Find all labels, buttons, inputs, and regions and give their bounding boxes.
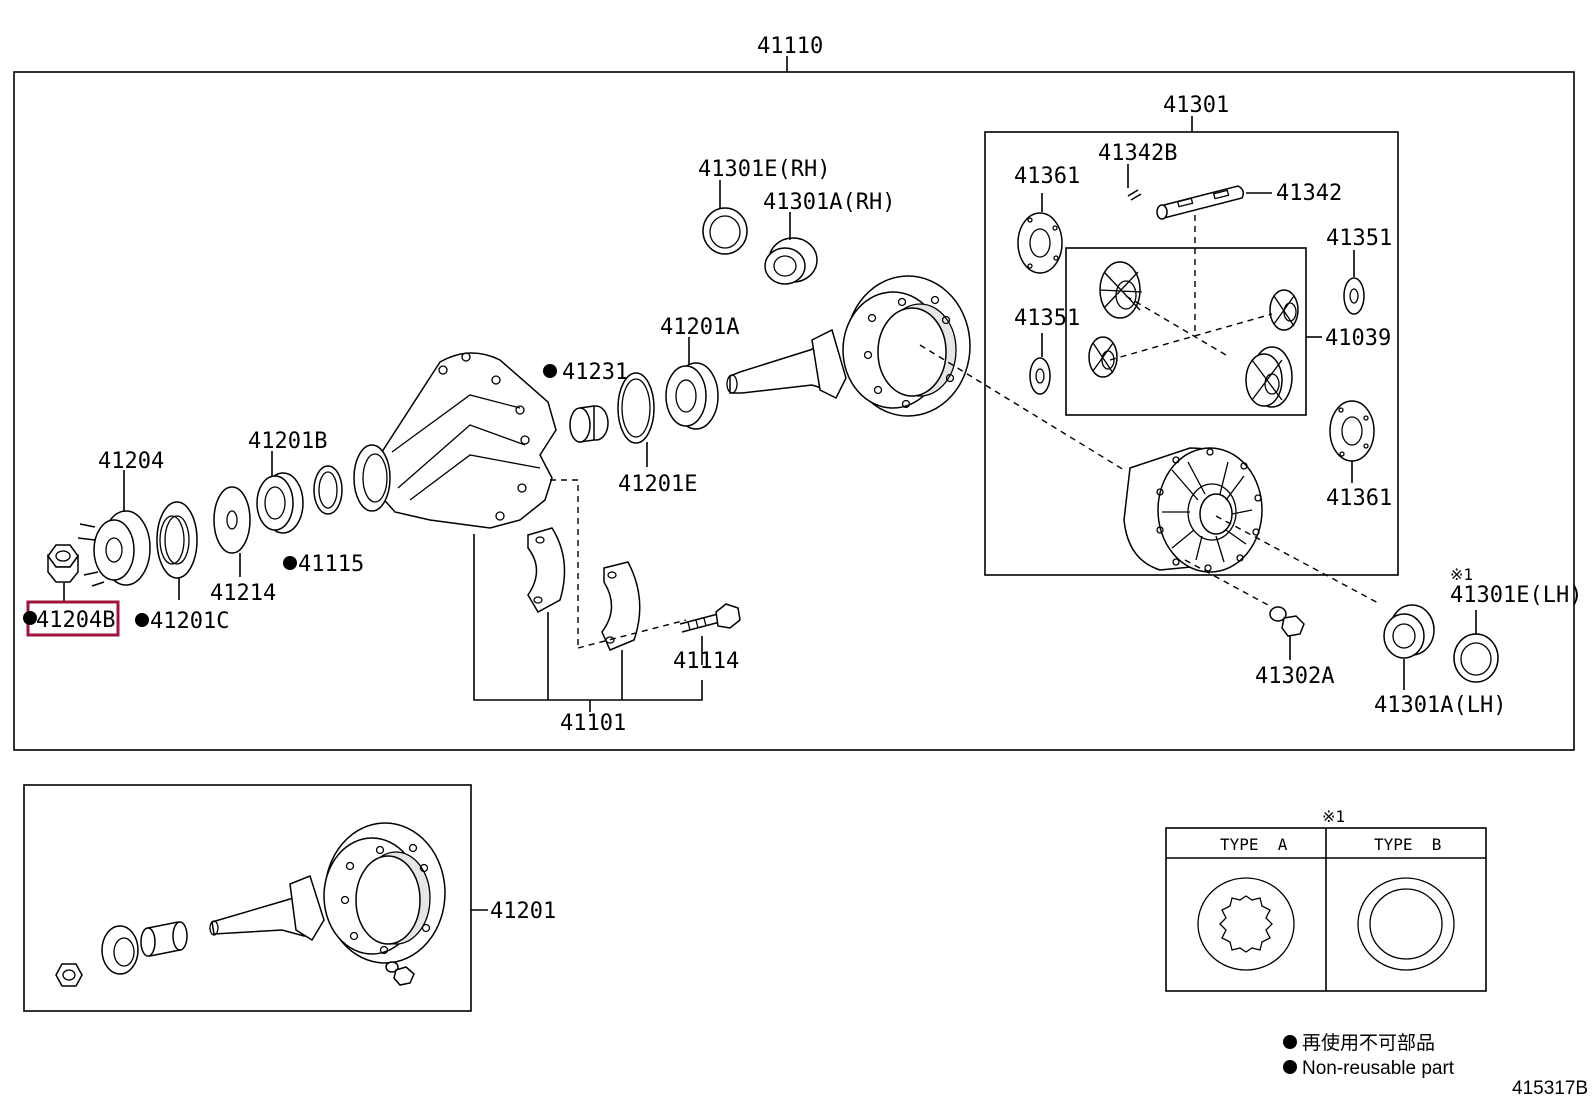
assembly-41201-frame — [23, 784, 472, 1012]
bearing-41201b-part[interactable] — [256, 472, 304, 534]
washer-41201e-part[interactable] — [617, 372, 655, 444]
oil-seal-41301e-lh-part[interactable] — [1453, 633, 1499, 683]
pinion-gear-left-part[interactable] — [1088, 336, 1118, 378]
oil-seal-41301e-rh-part[interactable] — [702, 207, 748, 255]
differential-case-part[interactable] — [1123, 447, 1263, 573]
label-41351-right[interactable]: 41351 — [1326, 226, 1392, 251]
bearing-41301a-rh-part[interactable] — [764, 237, 818, 285]
label-41204b[interactable]: 41204B — [36, 608, 115, 633]
label-41114[interactable]: 41114 — [673, 649, 739, 674]
label-41101[interactable]: 41101 — [560, 711, 626, 736]
legend-dot-jp — [1283, 1035, 1297, 1049]
diagram-id: 415317B — [1512, 1078, 1588, 1099]
non-reusable-dot-41231 — [543, 364, 557, 378]
pin-41342b-part[interactable] — [1127, 189, 1142, 201]
side-gear-lower-part[interactable] — [1245, 346, 1293, 408]
legend-en: Non-reusable part — [1302, 1058, 1455, 1079]
collapsible-spacer-41231-part[interactable] — [569, 405, 609, 443]
label-41301[interactable]: 41301 — [1163, 93, 1229, 118]
thrust-washer-41351-left-part[interactable] — [1029, 357, 1051, 395]
ring-pinion-gear-set-41201-part[interactable] — [55, 822, 446, 987]
thrust-washer-41351-right-part[interactable] — [1343, 277, 1365, 315]
label-41342b[interactable]: 41342B — [1098, 141, 1177, 166]
pinion-shaft-41342-part[interactable] — [1156, 185, 1245, 220]
bearing-cap-left-part[interactable] — [527, 527, 566, 614]
non-reusable-dot-41201c — [135, 613, 149, 627]
label-41301a-lh[interactable]: 41301A(LH) — [1374, 693, 1506, 718]
label-41110[interactable]: 41110 — [757, 34, 823, 59]
label-41039[interactable]: 41039 — [1325, 326, 1391, 351]
label-41115[interactable]: 41115 — [298, 552, 364, 577]
type-a-header: TYPE A — [1220, 835, 1288, 854]
note-mark-41301e-lh: ※1 — [1450, 565, 1473, 584]
bearing-41301a-lh-part[interactable] — [1383, 604, 1435, 659]
thrust-washer-41361-lower-part[interactable] — [1329, 400, 1375, 462]
bolt-41302a-part[interactable] — [1269, 606, 1305, 660]
label-41201a[interactable]: 41201A — [660, 315, 739, 340]
label-41351-left[interactable]: 41351 — [1014, 306, 1080, 331]
label-41214[interactable]: 41214 — [210, 581, 276, 606]
label-41361-upper[interactable]: 41361 — [1014, 164, 1080, 189]
non-reusable-dot-41204b — [23, 611, 37, 625]
assembly-41039-frame — [1065, 247, 1307, 416]
side-gear-upper-part[interactable] — [1099, 261, 1143, 319]
bolt-41114-part[interactable] — [679, 603, 741, 633]
legend-dot-en — [1283, 1060, 1297, 1074]
type-table — [1165, 827, 1487, 992]
flange-41204-part[interactable] — [77, 510, 151, 587]
label-41201[interactable]: 41201 — [490, 899, 556, 924]
spacer-41115-part[interactable] — [313, 465, 343, 515]
type-b-header: TYPE B — [1374, 835, 1441, 854]
label-41201c[interactable]: 41201C — [150, 609, 229, 634]
label-41361-lower[interactable]: 41361 — [1326, 486, 1392, 511]
label-41201e[interactable]: 41201E — [618, 472, 697, 497]
assembly-41110-frame — [13, 71, 1575, 751]
label-41201b[interactable]: 41201B — [248, 429, 327, 454]
legend-jp: 再使用不可部品 — [1302, 1032, 1435, 1054]
label-41301e-lh[interactable]: 41301E(LH) — [1450, 583, 1582, 608]
carrier-housing-41101-part[interactable] — [353, 352, 557, 529]
nut-41204b-part[interactable] — [47, 544, 79, 583]
label-41231[interactable]: 41231 — [562, 360, 628, 385]
ring-pinion-gear-part[interactable] — [726, 275, 971, 417]
bearing-41201a-part[interactable] — [665, 362, 719, 430]
thrust-washer-41361-upper-part[interactable] — [1017, 212, 1063, 274]
non-reusable-dot-41115 — [283, 556, 297, 570]
label-41301e-rh[interactable]: 41301E(RH) — [698, 157, 830, 182]
label-41342[interactable]: 41342 — [1276, 181, 1342, 206]
label-41302a[interactable]: 41302A — [1255, 664, 1334, 689]
bearing-cap-right-part[interactable] — [601, 561, 641, 651]
label-41301a-rh[interactable]: 41301A(RH) — [763, 190, 895, 215]
oil-seal-41201c-part[interactable] — [156, 501, 198, 579]
pinion-gear-right-part[interactable] — [1269, 289, 1299, 331]
label-41204[interactable]: 41204 — [98, 449, 164, 474]
washer-41214-part[interactable] — [213, 486, 251, 554]
type-table-note-mark: ※1 — [1322, 807, 1345, 826]
